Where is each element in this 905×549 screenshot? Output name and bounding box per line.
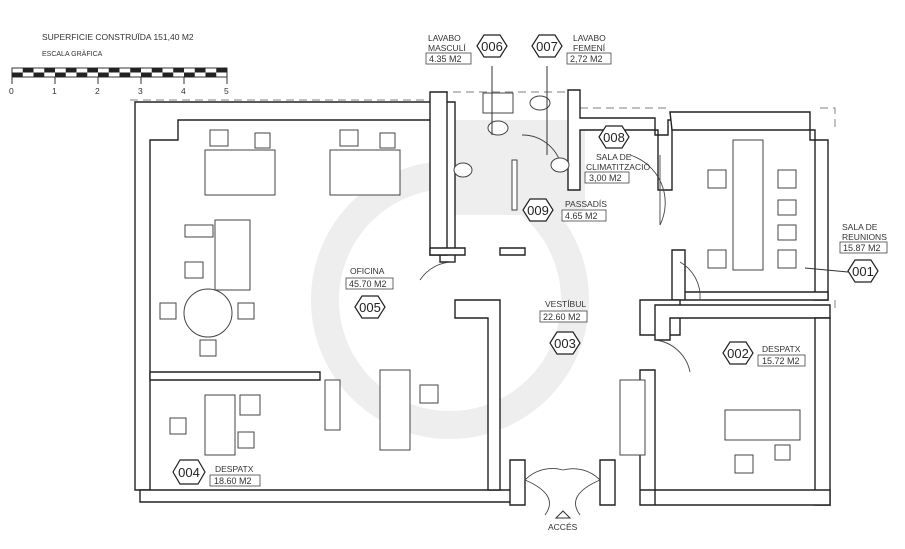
room-code: 002 [727, 346, 749, 361]
room-name: SALA DE [842, 222, 878, 232]
room-area: 18.60 M2 [214, 476, 252, 486]
room-code: 003 [554, 336, 576, 351]
surface-label: SUPERFICIE CONSTRUÏDA 151,40 M2 [42, 32, 194, 42]
scale-bar-segment [216, 68, 227, 73]
room-tag-hex [722, 341, 754, 365]
room-name: MASCULÍ [428, 43, 466, 53]
room-name: PASSADÍS [565, 199, 607, 209]
scale-bar-segment [162, 72, 174, 77]
room-area: 22.60 M2 [543, 312, 581, 322]
scale-bar-segment [12, 72, 23, 77]
scale-tick: 2 [95, 86, 100, 96]
room-tag-hex [354, 295, 386, 319]
room-area: 4.65 M2 [565, 211, 598, 221]
room-label-003: VESTÍBUL 22.60 M2 003 [539, 299, 588, 355]
room-name: DESPATX [762, 344, 801, 354]
scale-bar-segment [55, 72, 66, 77]
room-tag-hex [476, 34, 508, 58]
room-area: 15.72 M2 [762, 356, 800, 366]
room-label-007: 007 LAVABO FEMENÍ 2,72 M2 [531, 33, 612, 65]
scale-bar-segment [98, 72, 109, 77]
room-code: 007 [536, 39, 558, 54]
scale-bar-segment [141, 72, 152, 77]
room-area: 2,72 M2 [570, 54, 603, 64]
scale-tick: 4 [181, 86, 186, 96]
room-area: 4.35 M2 [429, 54, 462, 64]
scale-bar-segment [44, 68, 55, 73]
room-label-001: SALA DE REUNIONS 15.87 M2 001 [839, 222, 888, 283]
room-code: 004 [178, 465, 200, 480]
scale-bar-segment [184, 72, 195, 77]
room-area: 3,00 M2 [589, 173, 622, 183]
furniture [159, 92, 801, 474]
room-code: 006 [481, 39, 503, 54]
room-tag-hex [172, 459, 206, 485]
scale-bar-segment [108, 68, 120, 73]
scale-bar-segment [130, 68, 141, 73]
scale-bar-segment [33, 72, 45, 77]
scale-bar-segment [205, 72, 217, 77]
room-name: DESPATX [215, 464, 254, 474]
room-tag-hex [531, 34, 563, 58]
scale-bar-segment [194, 68, 206, 73]
scale-bar-segment [119, 72, 131, 77]
room-label-008: 008 SALA DE CLIMATITZACIÓ 3,00 M2 [584, 125, 650, 184]
room-label-006: LAVABO MASCULÍ 4.35 M2 006 [425, 33, 508, 65]
scale-title: ESCALA GRÀFICA [42, 49, 103, 58]
room-label-004: 004 DESPATX 18.60 M2 [172, 459, 261, 487]
room-name: LAVABO [573, 33, 606, 43]
room-area: 45.70 M2 [349, 279, 387, 289]
doors [419, 134, 701, 516]
scale-bar-segment [76, 72, 88, 77]
scale-tick: 3 [138, 86, 143, 96]
room-name: SALA DE [596, 152, 632, 162]
entrance-marker: ACCÉS [548, 510, 578, 532]
room-name: FEMENÍ [573, 43, 606, 53]
scale-tick: 0 [9, 86, 14, 96]
scale-bar-segment [65, 68, 77, 73]
room-label-005: OFICINA 45.70 M2 005 [345, 266, 394, 319]
scale-bar-segment [173, 68, 184, 73]
room-name: LAVABO [428, 33, 461, 43]
room-code: 008 [603, 130, 625, 145]
room-code: 005 [359, 300, 381, 315]
room-area: 15.87 M2 [843, 243, 881, 253]
scale-tick: 5 [224, 86, 229, 96]
scale-bar-segment [151, 68, 163, 73]
room-code: 009 [527, 203, 549, 218]
room-code: 001 [852, 264, 874, 279]
room-name: OFICINA [350, 266, 385, 276]
room-label-009: 009 PASSADÍS 4.65 M2 [522, 198, 607, 222]
scale-bar-segment [87, 68, 98, 73]
room-tag-hex [847, 259, 879, 283]
room-label-002: 002 DESPATX 15.72 M2 [722, 341, 806, 367]
room-tag-hex [549, 331, 581, 355]
room-name: CLIMATITZACIÓ [586, 162, 650, 172]
entrance-label: ACCÉS [548, 522, 578, 532]
room-name: VESTÍBUL [545, 299, 586, 309]
room-tag-hex [522, 198, 554, 222]
scale-tick: 1 [52, 86, 57, 96]
room-name: REUNIONS [842, 232, 887, 242]
scale-bar: 0 1 2 3 4 5 [9, 67, 229, 96]
room-tag-hex [598, 125, 630, 149]
scale-bar-segment [22, 68, 34, 73]
